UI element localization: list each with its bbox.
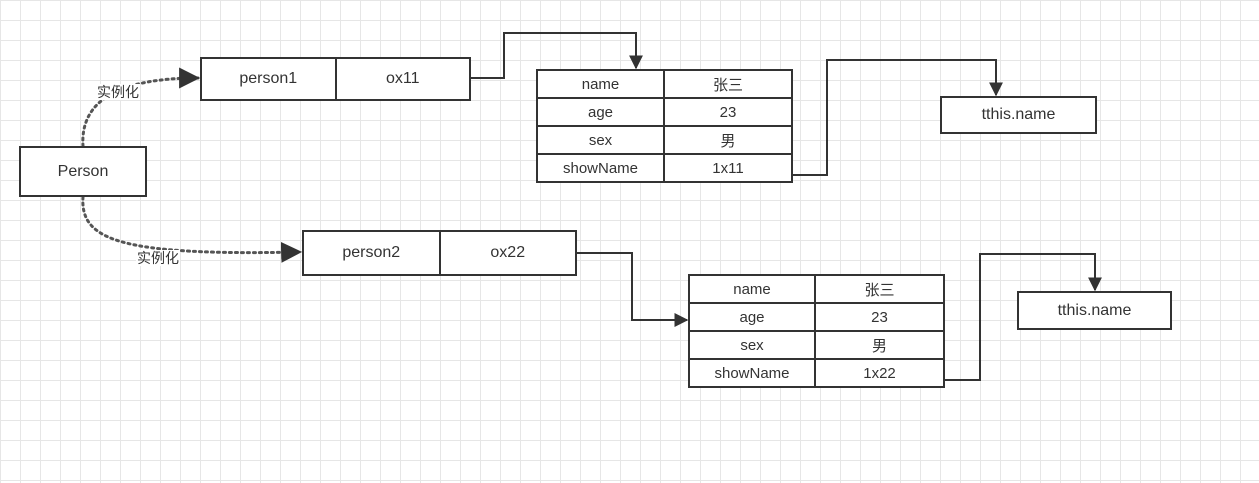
field-key: showName (536, 153, 665, 183)
method-target-box-1[interactable]: tthis.name (940, 96, 1097, 134)
object-table-1: name 张三 age 23 sex 男 showName 1x11 (536, 69, 793, 183)
object-table-2: name 张三 age 23 sex 男 showName 1x22 (688, 274, 945, 388)
field-key: showName (688, 358, 816, 388)
field-value: 张三 (814, 274, 945, 304)
instantiate-connector-2 (81, 195, 303, 263)
field-value: 1x11 (663, 153, 793, 183)
ref-connector-2 (576, 252, 689, 327)
field-key: sex (688, 330, 816, 360)
ref-connector-1 (470, 32, 643, 79)
field-value: 23 (814, 302, 945, 332)
field-key: age (688, 302, 816, 332)
reference-box-person2[interactable]: person2 ox22 (302, 230, 577, 276)
reference-name: person2 (342, 244, 401, 261)
table-row: showName 1x11 (536, 153, 793, 183)
method-target-label: tthis.name (1057, 301, 1132, 319)
method-target-label: tthis.name (981, 106, 1056, 123)
table-row: sex 男 (688, 330, 945, 360)
field-key: sex (536, 125, 665, 155)
instantiate-label-2: 实例化 (136, 250, 180, 266)
field-value: 男 (814, 330, 945, 360)
reference-box-person1[interactable]: person1 ox11 (200, 57, 471, 101)
instantiate-label-1: 实例化 (96, 84, 140, 100)
field-value: 张三 (663, 69, 793, 99)
class-box-person[interactable]: Person (19, 146, 147, 197)
field-key: name (536, 69, 665, 99)
reference-address: ox22 (438, 232, 576, 274)
table-row: name 张三 (688, 274, 945, 304)
table-row: sex 男 (536, 125, 793, 155)
method-connector-1 (790, 59, 1003, 176)
table-row: name 张三 (536, 69, 793, 99)
class-box-label: Person (57, 162, 109, 180)
field-value: 23 (663, 97, 793, 127)
field-key: age (536, 97, 665, 127)
reference-address: ox11 (334, 59, 470, 99)
field-key: name (688, 274, 816, 304)
method-connector-2 (942, 253, 1102, 381)
reference-name: person1 (239, 70, 298, 87)
field-value: 男 (663, 125, 793, 155)
method-target-box-2[interactable]: tthis.name (1017, 291, 1172, 330)
table-row: age 23 (536, 97, 793, 127)
field-value: 1x22 (814, 358, 945, 388)
table-row: age 23 (688, 302, 945, 332)
table-row: showName 1x22 (688, 358, 945, 388)
